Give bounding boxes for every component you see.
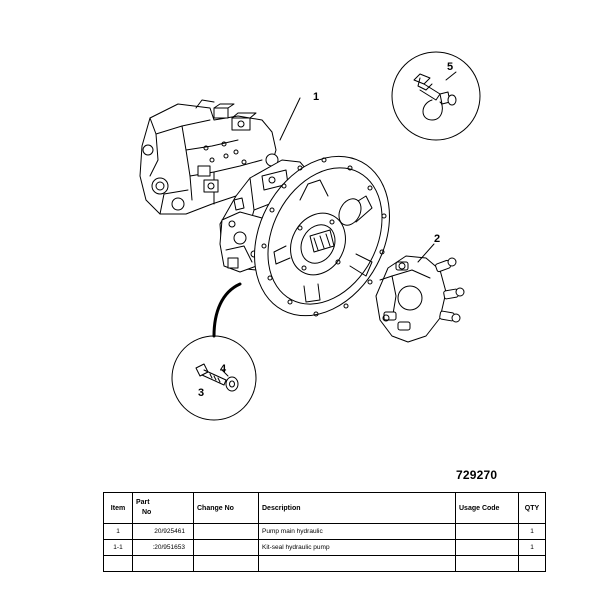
parts-list-table: Item Part No Change No Description Usage…	[103, 492, 546, 572]
callout-leader-1	[279, 97, 301, 141]
cell-description: Pump main hydraulic	[258, 523, 456, 540]
cell-qty	[518, 555, 546, 572]
header-item: Item	[103, 492, 133, 524]
callout-4: 4	[220, 363, 227, 375]
cell-change-no	[193, 539, 259, 556]
exploded-parts-diagram: 1 2 3 4 5	[139, 51, 481, 421]
cell-item	[103, 555, 133, 572]
cell-description	[258, 555, 456, 572]
callout-2: 2	[434, 233, 440, 245]
cell-usage-code	[455, 523, 519, 540]
cell-part-no: 20/925461	[132, 523, 194, 540]
table-row	[103, 555, 546, 572]
cell-usage-code	[455, 539, 519, 556]
cell-item: 1	[103, 523, 133, 540]
cell-change-no	[193, 555, 259, 572]
table-row: 1 20/925461 Pump main hydraulic 1	[103, 523, 546, 540]
hydraulic-pump-main	[139, 99, 390, 317]
detail-circle-fitting	[391, 51, 481, 141]
cell-part-no	[132, 555, 194, 572]
cell-qty: 1	[518, 539, 546, 556]
cell-item: 1-1	[103, 539, 133, 556]
drive-coupling	[375, 255, 465, 343]
cell-part-no: :20/951653	[132, 539, 194, 556]
figure-number: 729270	[456, 468, 498, 482]
header-description: Description	[258, 492, 456, 524]
callout-leader-2	[417, 243, 435, 263]
detail-connector-line	[212, 282, 242, 338]
header-qty: QTY	[518, 492, 546, 524]
header-usage-code: Usage Code	[455, 492, 519, 524]
header-part-no-line1: Part	[136, 499, 150, 506]
header-change-no: Change No	[193, 492, 259, 524]
callout-5: 5	[447, 61, 453, 73]
cell-usage-code	[455, 555, 519, 572]
table-row: 1-1 :20/951653 Kit-seal hydraulic pump 1	[103, 539, 546, 556]
detail-circle-bolt-washer	[171, 335, 257, 421]
header-part-no-line2: No	[142, 509, 152, 516]
cell-qty: 1	[518, 523, 546, 540]
header-part-no: Part No	[132, 492, 194, 524]
cell-change-no	[193, 523, 259, 540]
callout-1: 1	[313, 91, 319, 103]
cell-description: Kit-seal hydraulic pump	[258, 539, 456, 556]
callout-3: 3	[198, 387, 204, 399]
table-header-row: Item Part No Change No Description Usage…	[103, 492, 546, 524]
